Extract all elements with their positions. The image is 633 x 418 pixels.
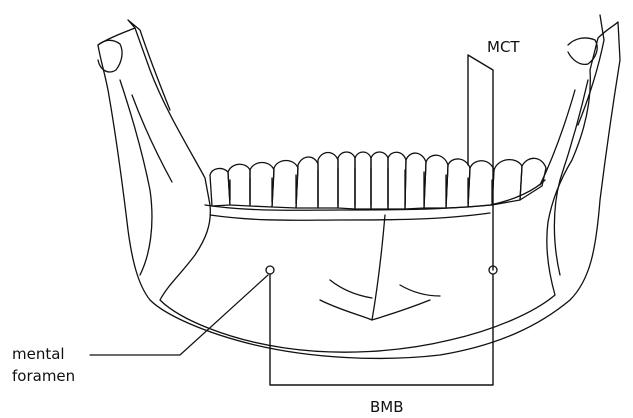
label-mct: MCT [487,38,520,56]
chin-shadow [330,280,440,298]
left-ramus-inner [120,80,172,275]
label-mental: mental [12,345,65,363]
right-coronoid [578,15,604,125]
teeth [210,152,546,209]
left-coronoid [128,20,170,110]
symphysis-line [372,215,385,320]
label-bmb: BMB [370,398,404,416]
mental-foramen-leader [90,275,268,355]
left-condyle [98,40,122,72]
mandible-outline [98,22,620,358]
bmb-bracket [270,275,493,385]
label-foramen: foramen [12,367,75,385]
mental-foramen-left [266,266,274,274]
gum-line-lower [210,213,490,220]
